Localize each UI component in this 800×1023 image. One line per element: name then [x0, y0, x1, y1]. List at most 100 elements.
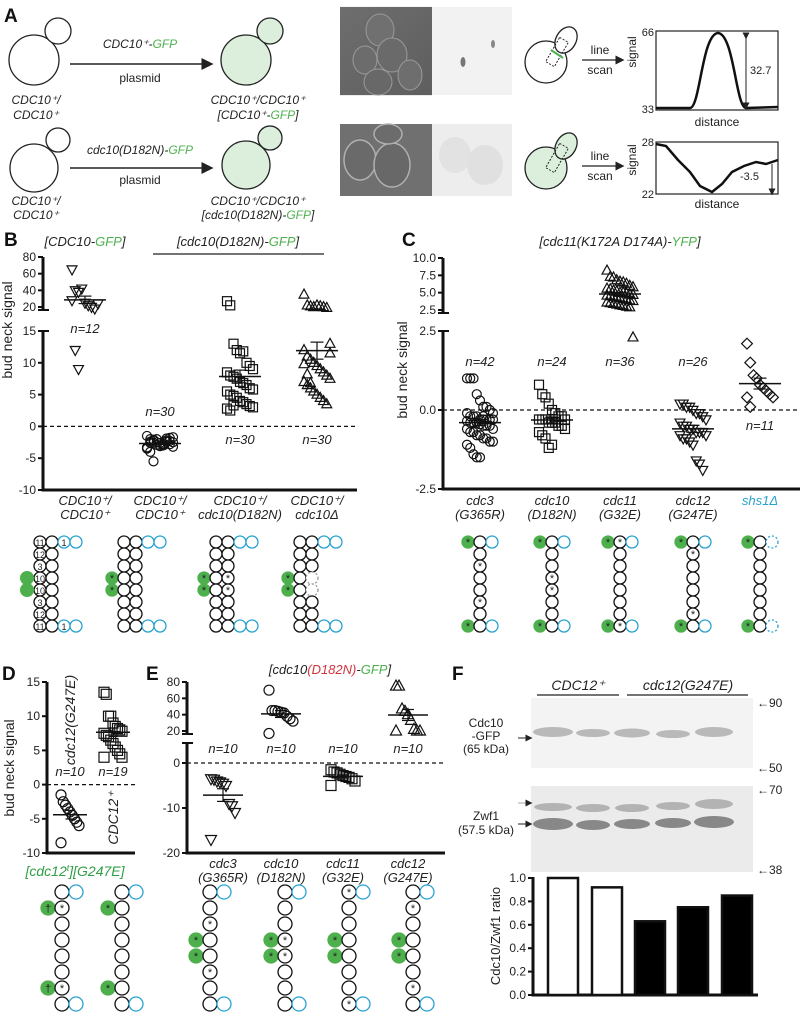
septin-subunit-icon	[293, 571, 307, 585]
asterisk-icon: *	[679, 621, 684, 633]
septin-subunit-icon	[613, 583, 627, 597]
subunit-label: 1	[61, 538, 66, 548]
gfp-yeast-cell-icon	[221, 125, 283, 190]
category-label: CDC10⁺/	[213, 493, 267, 508]
septin-subunit-icon	[209, 535, 223, 549]
y-tick-label: 7.5	[419, 268, 436, 282]
category-label: CDC10⁺/	[133, 493, 187, 508]
n-label: n=26	[678, 354, 708, 369]
category-label: cdc10	[535, 493, 570, 508]
dagger-icon: †	[45, 983, 51, 995]
shs1-subunit-icon	[245, 619, 259, 633]
shs1-subunit-icon	[355, 884, 371, 900]
asterisk-icon: *	[60, 903, 65, 915]
septin-subunit-icon	[202, 980, 218, 996]
data-point	[468, 373, 479, 384]
band-label: (65 kDa)	[463, 742, 509, 756]
asterisk-icon: *	[538, 537, 543, 549]
data-point	[114, 724, 126, 736]
y-min-label: 33	[642, 104, 654, 116]
data-point	[620, 299, 633, 311]
asterisk-icon: *	[411, 983, 416, 995]
septin-subunit-icon	[473, 583, 487, 597]
bar	[546, 876, 580, 997]
septin-subunit-icon	[114, 900, 130, 916]
asterisk-icon: *	[538, 621, 543, 633]
asterisk-icon: *	[606, 621, 611, 633]
shs1-subunit-icon	[557, 619, 571, 633]
data-point	[320, 301, 333, 313]
septin-subunit-icon	[293, 607, 307, 621]
shs1-subunit-icon	[141, 535, 155, 549]
y-tick-label: 10	[27, 709, 41, 723]
line-scan-cell-icon	[524, 132, 578, 190]
asterisk-icon: *	[194, 935, 199, 947]
subunit-label: 10	[35, 574, 45, 584]
n-label: n=10	[328, 741, 358, 756]
data-group	[459, 373, 501, 463]
data-group	[53, 789, 87, 849]
data-point	[693, 408, 706, 420]
septin-subunit-icon	[54, 900, 70, 916]
y-tick-label: -2.5	[415, 482, 436, 496]
panel-label-c: C	[402, 230, 416, 251]
n-label: n=30	[302, 432, 332, 447]
data-point	[617, 292, 630, 304]
band-label: Zwf1	[473, 809, 499, 823]
data-point	[683, 402, 696, 414]
end-plasmid: [cdc10(D182N)-GFP]	[201, 208, 315, 222]
category-label: cdc3	[466, 493, 494, 508]
subunit-label: 11	[35, 622, 44, 632]
panel-f-western-blot: CDC12⁺ cdc12(G247E) Cdc10 -GFP (65 kDa) …	[458, 677, 783, 877]
septin-subunit-icon	[753, 571, 767, 585]
band-label: -GFP	[472, 729, 501, 743]
y-tick-label: 5	[33, 743, 40, 757]
asterisk-icon: *	[226, 573, 231, 585]
septin-subunit-icon	[221, 607, 235, 621]
data-point	[307, 300, 320, 312]
line-label: line	[591, 43, 610, 57]
signal-axis-label: signal	[625, 36, 639, 67]
septin-subunit-icon	[45, 595, 59, 609]
band-label: Cdc10	[469, 716, 504, 730]
septin-subunit-icon	[305, 559, 319, 573]
septin-subunit-icon	[114, 932, 130, 948]
septin-subunit-icon	[473, 535, 487, 549]
septin-subunit-icon	[293, 583, 307, 597]
asterisk-icon: *	[194, 951, 199, 963]
septin-subunit-icon	[277, 980, 293, 996]
category-label: cdc10(D182N)	[198, 507, 282, 522]
septin-subunit-icon	[202, 996, 218, 1012]
septin-subunit-icon	[545, 535, 559, 549]
y-tick-label: 80	[167, 675, 181, 689]
shs1-subunit-icon	[216, 884, 232, 900]
y-tick-label: 5	[29, 388, 36, 402]
data-point	[601, 263, 613, 275]
data-point	[247, 384, 259, 395]
data-point	[610, 284, 623, 296]
category-label: cdc10	[264, 856, 299, 871]
shs1-subunit-icon	[485, 619, 499, 633]
blot-zwf1	[531, 786, 753, 872]
septin-subunit-icon	[753, 547, 767, 561]
septin-subunit-icon	[114, 996, 130, 1012]
septin-subunit-icon	[405, 980, 421, 996]
data-point	[57, 796, 69, 808]
shs1-subunit-icon	[68, 996, 84, 1012]
asterisk-icon: *	[606, 537, 611, 549]
category-label: CDC10⁺	[135, 507, 186, 522]
data-point	[158, 440, 169, 451]
panel-e-title: [cdc10(D182N)-GFP]	[268, 662, 392, 677]
septin-subunit-icon	[129, 559, 143, 573]
data-point	[478, 411, 489, 422]
asterisk-icon: *	[106, 983, 111, 995]
data-point	[98, 686, 110, 698]
y-axis-label: bud neck signal	[0, 281, 15, 378]
end-genotype: CDC10⁺/CDC10⁺	[211, 194, 307, 208]
septin-subunit-icon	[613, 547, 627, 561]
septin-subunit-icon	[305, 571, 319, 585]
n-label: n=10	[55, 764, 85, 779]
data-point	[314, 299, 327, 311]
septin-subunit-icon	[341, 900, 357, 916]
septin-subunit-icon	[45, 583, 59, 597]
